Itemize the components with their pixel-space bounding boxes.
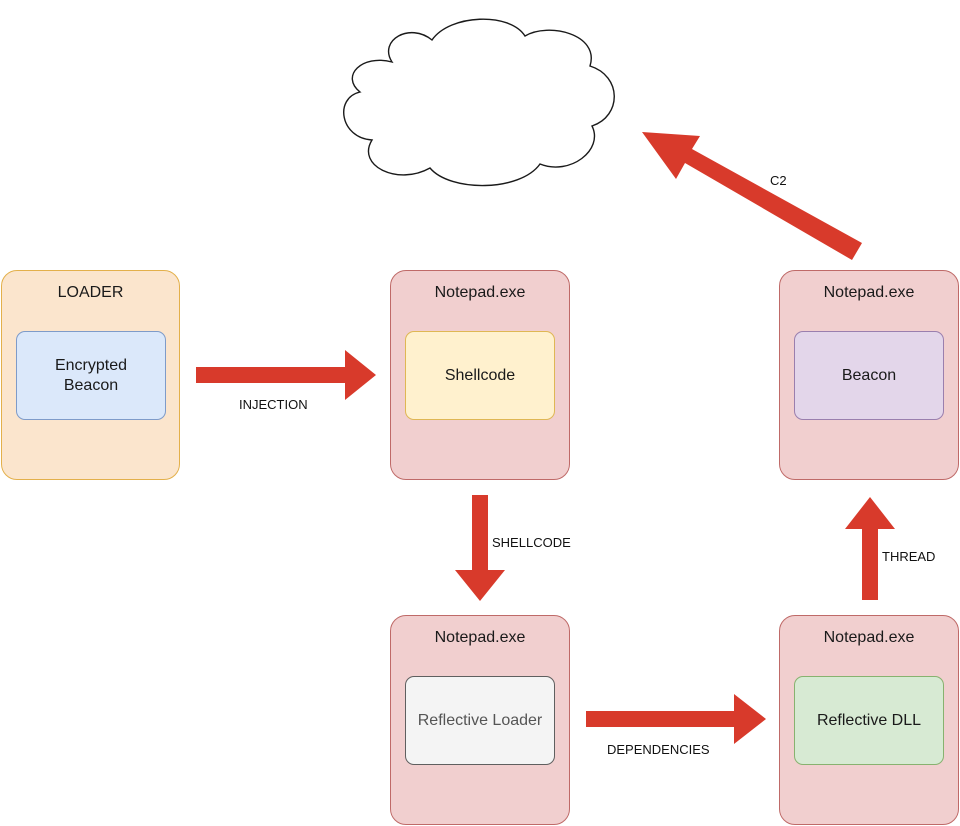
encrypted-beacon-node[interactable]: Encrypted Beacon [16,331,166,420]
process-reflective-loader-title: Notepad.exe [434,629,526,646]
edge-label-thread: THREAD [882,549,936,564]
process-reflective-dll-box[interactable]: Notepad.exe Reflective DLL [779,615,959,825]
encrypted-beacon-label: Encrypted Beacon [54,356,128,394]
shellcode-label: Shellcode [444,366,516,384]
arrow-shellcode [455,495,505,601]
process-shellcode-title: Notepad.exe [434,284,526,301]
process-shellcode-box[interactable]: Notepad.exe Shellcode [390,270,570,480]
loader-title: LOADER [57,284,124,301]
edge-label-shellcode: SHELLCODE [492,535,571,550]
reflective-dll-label: Reflective DLL [816,711,922,729]
beacon-node[interactable]: Beacon [794,331,944,420]
arrow-injection [196,350,376,400]
reflective-loader-node[interactable]: Reflective Loader [405,676,555,765]
reflective-loader-label: Reflective Loader [417,711,543,729]
arrow-thread [845,497,895,600]
beacon-label: Beacon [841,366,897,384]
process-beacon-box[interactable]: Notepad.exe Beacon [779,270,959,480]
arrow-dependencies [586,694,766,744]
shellcode-node[interactable]: Shellcode [405,331,555,420]
edge-label-c2: C2 [770,173,787,188]
arrow-c2 [642,132,862,260]
process-reflective-loader-box[interactable]: Notepad.exe Reflective Loader [390,615,570,825]
process-beacon-title: Notepad.exe [823,284,915,301]
cloud-icon [343,18,615,187]
edge-label-injection: INJECTION [239,397,308,412]
loader-box[interactable]: LOADER Encrypted Beacon [1,270,180,480]
reflective-dll-node[interactable]: Reflective DLL [794,676,944,765]
process-reflective-dll-title: Notepad.exe [823,629,915,646]
edge-label-dependencies: DEPENDENCIES [607,742,710,757]
